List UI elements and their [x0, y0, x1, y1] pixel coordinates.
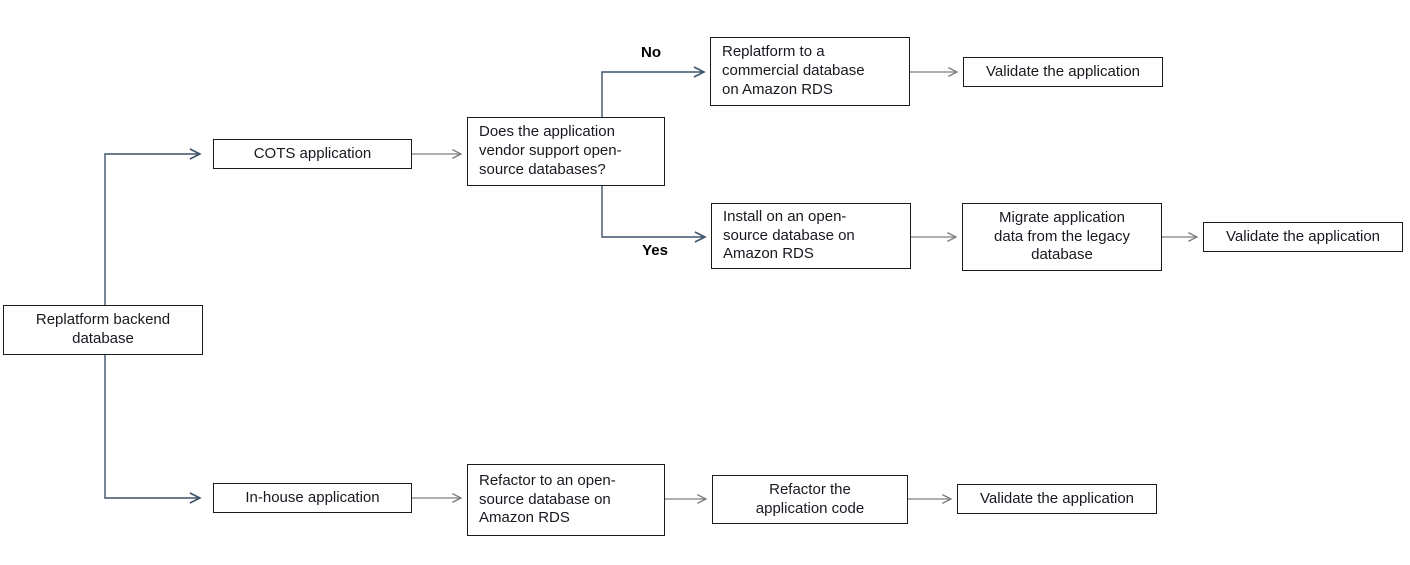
- node-migrate-application-data: Migrate application data from the legacy…: [962, 203, 1162, 271]
- node-validate-application-inhouse-branch: Validate the application: [957, 484, 1157, 514]
- node-refactor-open-source-database: Refactor to an open- source database on …: [467, 464, 665, 536]
- edge-label-yes: Yes: [642, 242, 668, 259]
- edge-root-to-cots: [104, 154, 200, 305]
- node-decision-vendor-support: Does the application vendor support open…: [467, 117, 665, 186]
- node-validate-application-yes-branch: Validate the application: [1203, 222, 1403, 252]
- node-install-open-source-database: Install on an open- source database on A…: [711, 203, 911, 269]
- node-refactor-application-code: Refactor the application code: [712, 475, 908, 524]
- edge-decision-no: [601, 72, 704, 117]
- node-in-house-application: In-house application: [213, 483, 412, 513]
- node-validate-application-no-branch: Validate the application: [963, 57, 1163, 87]
- node-cots-application: COTS application: [213, 139, 412, 169]
- node-replatform-commercial-database: Replatform to a commercial database on A…: [710, 37, 910, 106]
- edge-decision-yes: [601, 186, 705, 237]
- edge-label-no: No: [641, 44, 661, 61]
- edge-root-to-inhouse: [104, 355, 200, 498]
- node-replatform-backend-database: Replatform backend database: [3, 305, 203, 355]
